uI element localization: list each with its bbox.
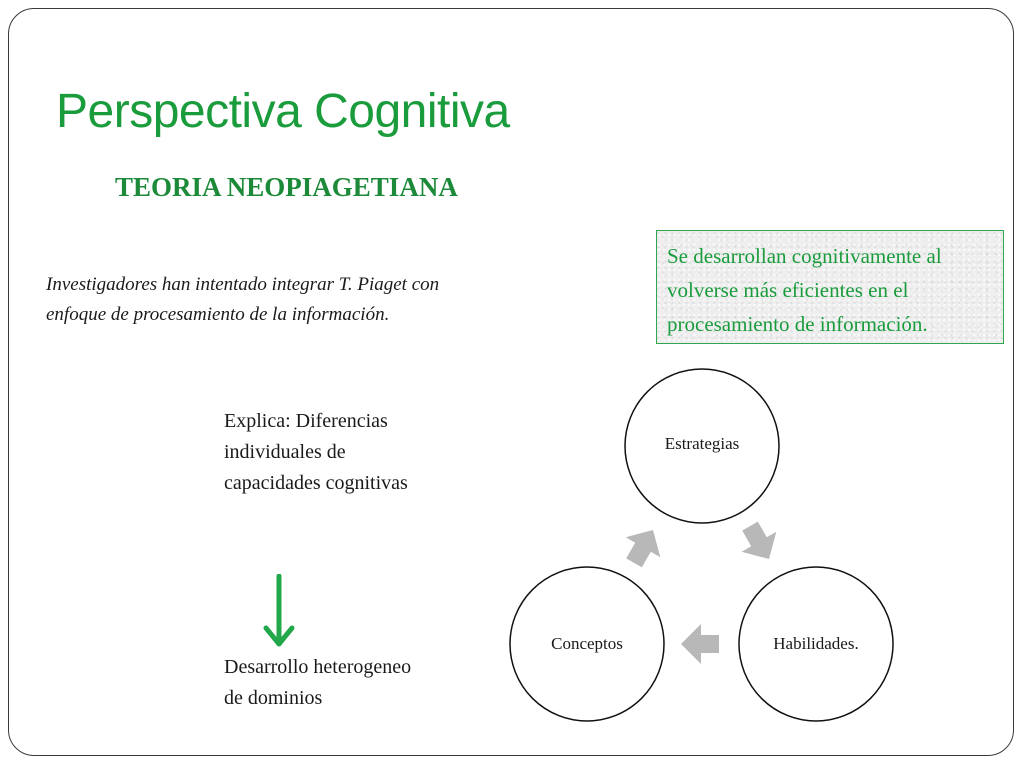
cycle-arrow-1 [741,521,777,560]
cycle-arrow-2 [681,624,719,664]
explains-text: Explica: Diferencias individuales de cap… [224,410,408,494]
intro-text: Investigadores han intentado integrar T.… [46,274,440,325]
slide-title: Perspectiva Cognitiva [56,85,510,138]
cycle-node-conceptos [509,566,665,722]
cycle-arrow-3 [625,529,661,568]
down-arrow-icon [263,574,295,647]
cycle-node-label-estrategias: Estrategias [664,434,740,453]
cycle-node-habilidades [738,566,894,722]
note-box: Se desarrollan cognitivamente al volvers… [656,230,1004,344]
result-text: Desarrollo heterogeneo de dominios [224,656,412,709]
cycle-node-estrategias [624,368,780,524]
cycle-node-label-habilidades: Habilidades. [773,634,859,653]
slide-subtitle: TEORIA NEOPIAGETIANA [115,172,458,202]
cycle-node-label-conceptos: Conceptos [551,634,623,653]
